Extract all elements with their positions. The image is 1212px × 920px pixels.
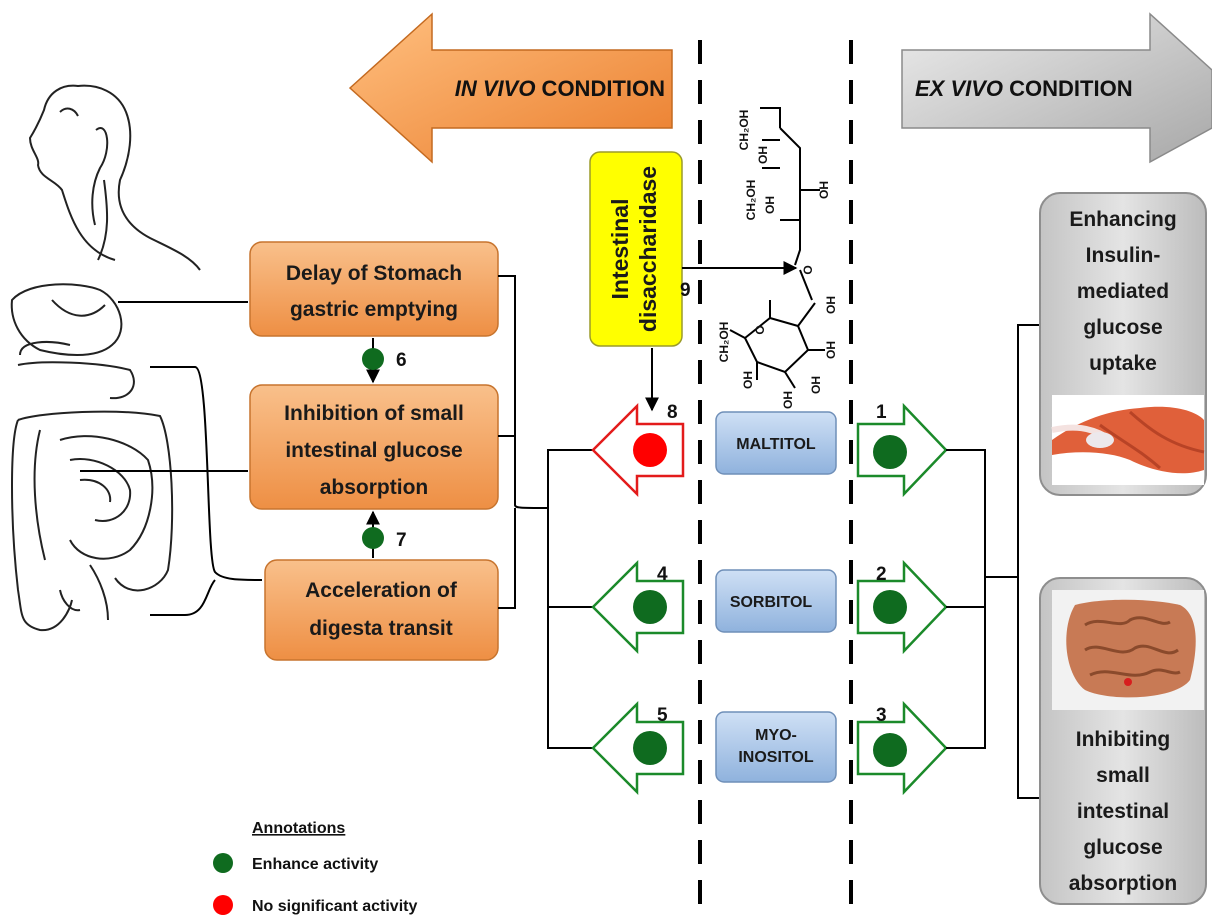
label-6: 6 <box>396 350 407 371</box>
label-5: 5 <box>657 705 668 726</box>
box-absorption-line1: Inhibition of small <box>284 402 464 425</box>
myo-inositol-line1: MYO- <box>755 727 797 744</box>
ex-vivo-bracket <box>946 324 1040 799</box>
inhibit-line5: absorption <box>1069 872 1178 895</box>
box-insulin-uptake: Enhancing Insulin- mediated glucose upta… <box>1039 192 1207 496</box>
box-glucose-absorption: Inhibition of small intestinal glucose a… <box>249 384 499 510</box>
insulin-line2: Insulin- <box>1086 244 1161 267</box>
svg-text:CH₂OH: CH₂OH <box>737 110 751 151</box>
body-connectors <box>80 301 263 616</box>
label-1: 1 <box>876 402 887 423</box>
enhance-dot-1 <box>873 435 907 469</box>
label-8: 8 <box>667 402 678 423</box>
label-2: 2 <box>876 564 887 585</box>
insulin-line1: Enhancing <box>1069 208 1176 231</box>
enhance-dot-4 <box>633 590 667 624</box>
arrow-3: 3 <box>856 700 948 796</box>
box-transit-line2: digesta transit <box>309 617 453 640</box>
compound-myo-inositol: MYO- INOSITOL <box>715 711 837 783</box>
arrow-4: 4 <box>591 559 685 655</box>
enhance-dot-5 <box>633 731 667 765</box>
maltitol-label: MALTITOL <box>736 436 816 453</box>
in-vivo-arrow: IN VIVO CONDITION <box>348 12 673 164</box>
enhance-dot-7 <box>362 527 384 549</box>
svg-text:OH: OH <box>781 391 795 409</box>
ex-vivo-label: EX VIVO CONDITION <box>915 76 1133 101</box>
box-absorption-line2: intestinal glucose <box>285 439 462 462</box>
sorbitol-label: SORBITOL <box>730 594 813 611</box>
legend-no-sig-dot <box>213 895 233 915</box>
box-stomach-line1: Delay of Stomach <box>286 262 462 285</box>
legend-enhance-label: Enhance activity <box>252 856 378 873</box>
svg-text:OH: OH <box>741 371 755 389</box>
enzyme-line1: Intestinal <box>607 199 633 300</box>
svg-text:CH₂OH: CH₂OH <box>744 180 758 221</box>
compound-bracket <box>547 449 593 749</box>
box-stomach-line2: gastric emptying <box>290 298 458 321</box>
arrow-5: 5 <box>591 700 685 796</box>
intestine-image <box>1052 590 1204 710</box>
arrow-1: 1 <box>856 402 948 498</box>
link-9: 9 <box>680 261 798 301</box>
arrow-8: 8 <box>591 402 685 498</box>
maltitol-structure-labels: CH₂OH OH CH₂OH OH OH O OH CH₂OH O OH OH … <box>717 110 838 409</box>
svg-text:OH: OH <box>763 196 777 214</box>
arrow-2: 2 <box>856 559 948 655</box>
enzyme-box: Intestinal disaccharidase <box>589 151 683 347</box>
inhibit-line1: Inhibiting <box>1076 728 1170 751</box>
box-inhibit-absorption: Inhibiting small intestinal glucose abso… <box>1039 577 1207 905</box>
enhance-dot-2 <box>873 590 907 624</box>
inhibit-line2: small <box>1096 764 1150 787</box>
svg-text:OH: OH <box>824 341 838 359</box>
enhance-dot-3 <box>873 733 907 767</box>
insulin-line5: uptake <box>1089 352 1157 375</box>
svg-text:O: O <box>801 265 815 274</box>
link-6: 6 <box>362 338 407 384</box>
in-vivo-label: IN VIVO CONDITION <box>455 76 665 101</box>
svg-text:OH: OH <box>756 146 770 164</box>
compound-maltitol: MALTITOL <box>715 411 837 475</box>
legend: Annotations Enhance activity No signific… <box>213 820 417 915</box>
box-digesta-transit: Acceleration of digesta transit <box>264 559 499 661</box>
legend-enhance-dot <box>213 853 233 873</box>
svg-text:OH: OH <box>809 376 823 394</box>
box-transit-line1: Acceleration of <box>305 579 458 602</box>
inhibit-line4: glucose <box>1083 836 1162 859</box>
label-4: 4 <box>657 564 668 585</box>
no-significant-dot-8 <box>633 433 667 467</box>
svg-text:OH: OH <box>817 181 831 199</box>
ex-vivo-arrow: EX VIVO CONDITION <box>901 12 1212 164</box>
enhance-dot-6 <box>362 348 384 370</box>
box-stomach-emptying: Delay of Stomach gastric emptying <box>249 241 499 337</box>
inhibit-line3: intestinal <box>1077 800 1169 823</box>
enzyme-line2: disaccharidase <box>635 166 661 332</box>
legend-title: Annotations <box>252 820 345 837</box>
myo-inositol-line2: INOSITOL <box>738 749 813 766</box>
svg-text:O: O <box>753 325 767 334</box>
link-7: 7 <box>362 510 407 558</box>
label-3: 3 <box>876 705 887 726</box>
svg-text:OH: OH <box>824 296 838 314</box>
legend-no-sig-label: No significant activity <box>252 898 417 915</box>
maltitol-structure <box>729 107 825 389</box>
label-7: 7 <box>396 530 407 551</box>
svg-text:CH₂OH: CH₂OH <box>717 322 731 363</box>
in-vivo-bracket <box>498 275 549 609</box>
insulin-line4: glucose <box>1083 316 1162 339</box>
label-9: 9 <box>680 280 691 301</box>
digestive-system-illustration <box>10 84 201 632</box>
compound-sorbitol: SORBITOL <box>715 569 837 633</box>
insulin-line3: mediated <box>1077 280 1169 303</box>
muscle-image <box>1051 395 1205 485</box>
box-absorption-line3: absorption <box>320 476 429 499</box>
